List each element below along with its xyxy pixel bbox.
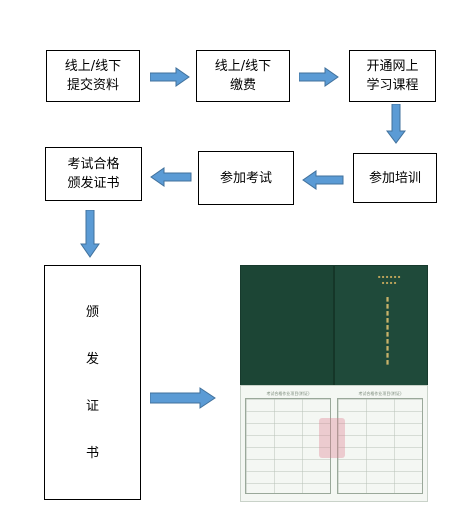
- cover-title-text: ▮▮▮▮▮▮▮▮▮▮: [384, 296, 391, 366]
- certificate-cover: ▪ ▪ ▪ ▪ ▪ ▪▪ ▪ ▪ ▪ ▮▮▮▮▮▮▮▮▮▮: [240, 265, 428, 387]
- certificate-page-right: 考试合格作业项目(附证): [337, 390, 423, 496]
- vertical-char-1: 颁: [85, 304, 99, 320]
- vertical-char-2: 发: [85, 351, 99, 367]
- step-pass-exam-certificate: 考试合格 颁发证书: [45, 147, 142, 201]
- arrow-down-1: [386, 104, 406, 144]
- cover-emblem: ▪ ▪ ▪ ▪ ▪ ▪▪ ▪ ▪ ▪: [377, 274, 401, 285]
- arrow-down-2: [80, 210, 100, 258]
- arrow-left-2: [150, 167, 192, 187]
- step-issue-certificate: 颁 发 证 书: [44, 265, 141, 500]
- arrow-right-3: [150, 387, 216, 409]
- certificate-image: ▪ ▪ ▪ ▪ ▪ ▪▪ ▪ ▪ ▪ ▮▮▮▮▮▮▮▮▮▮ 考试合格作业项目(附…: [240, 265, 428, 502]
- step-attend-training: 参加培训: [353, 153, 437, 203]
- step-take-exam: 参加考试: [198, 151, 294, 205]
- page-title-left: 考试合格作业项目(附证): [266, 391, 310, 396]
- vertical-char-3: 证: [85, 398, 99, 414]
- arrow-right-2: [299, 67, 339, 87]
- step-pay-fees: 线上/线下 缴费: [196, 50, 290, 102]
- step-open-online-course: 开通网上 学习课程: [349, 50, 436, 102]
- certificate-inner-pages: 考试合格作业项目(附证) 考试合格作业项目(附证): [240, 385, 428, 502]
- arrow-right-1: [150, 67, 190, 87]
- certificate-page-left: 考试合格作业项目(附证): [245, 390, 331, 496]
- arrow-left-1: [302, 170, 344, 190]
- vertical-char-4: 书: [85, 445, 99, 461]
- step-submit-materials: 线上/线下 提交资料: [46, 50, 140, 102]
- page-title-right: 考试合格作业项目(附证): [358, 391, 402, 396]
- red-stamp: [319, 418, 345, 458]
